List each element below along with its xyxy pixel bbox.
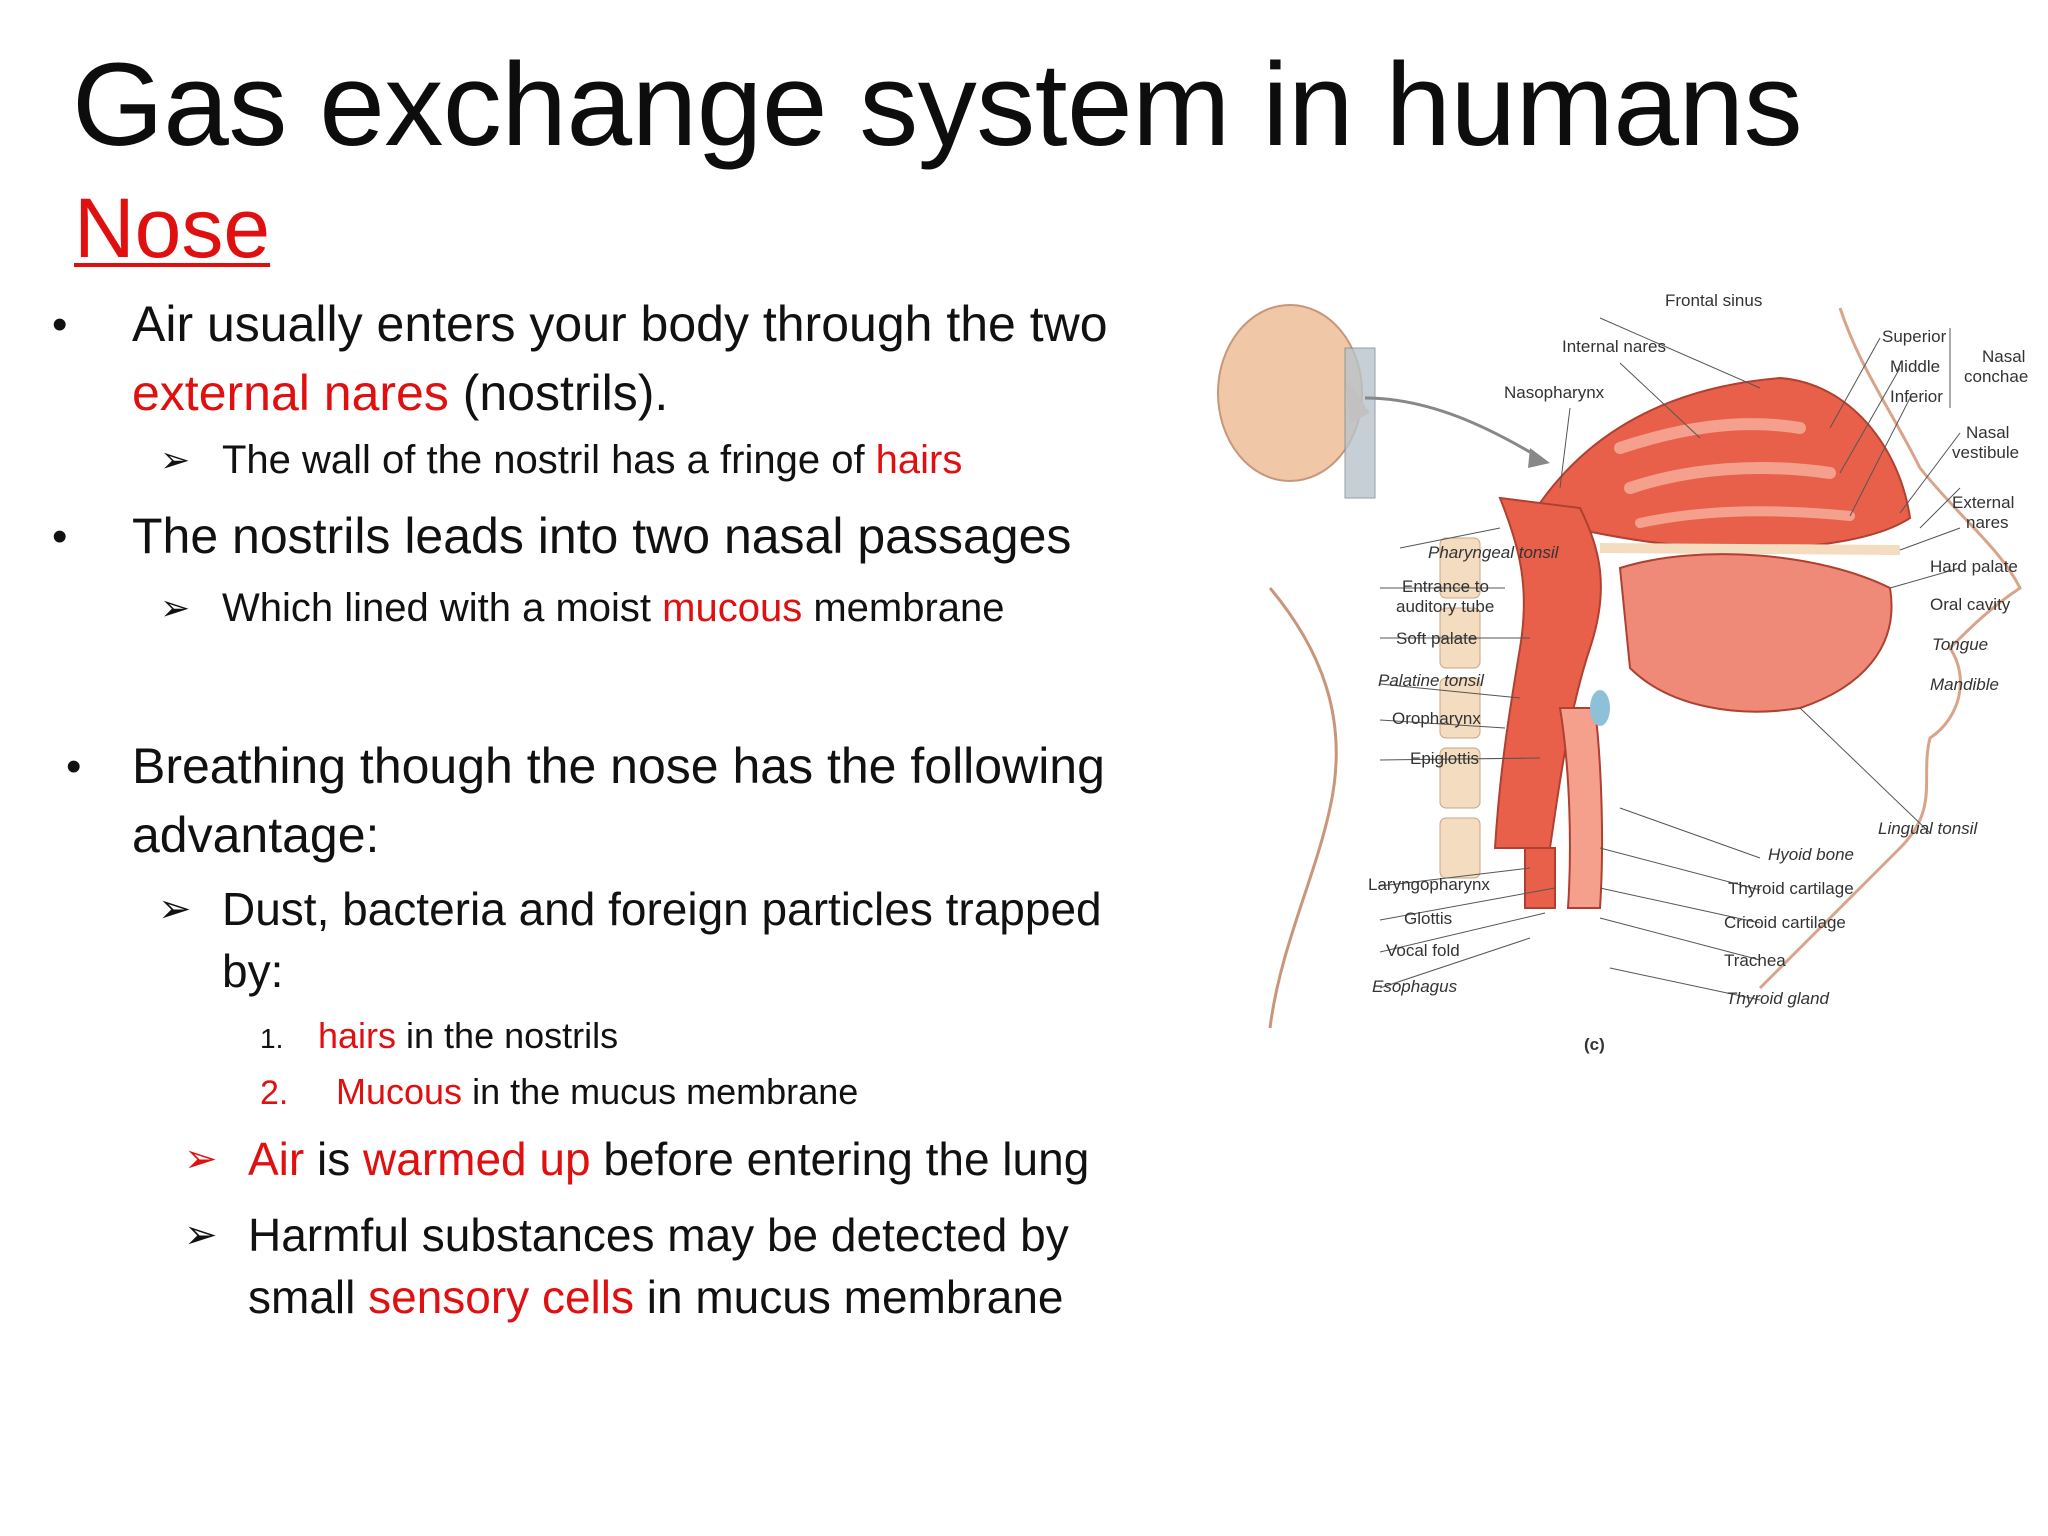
highlight-mucous: Mucous bbox=[336, 1071, 463, 1112]
label-nasal-1: Nasal bbox=[1982, 347, 2025, 366]
arrow-bullet-icon: ➢ bbox=[184, 1213, 218, 1257]
sub-bullet-line1: Dust, bacteria and foreign particles tra… bbox=[222, 883, 1102, 935]
list-text: in the nostrils bbox=[396, 1015, 619, 1056]
label-vocal-fold: Vocal fold bbox=[1386, 941, 1460, 960]
label-vestibule: vestibule bbox=[1952, 443, 2019, 462]
bullet-breathing-advantage: • Breathing though the nose has the foll… bbox=[66, 732, 1192, 870]
label-pharyngeal-tonsil: Pharyngeal tonsil bbox=[1428, 543, 1560, 562]
bullet-text-tail: (nostrils). bbox=[448, 365, 669, 421]
label-nasopharynx: Nasopharynx bbox=[1504, 383, 1605, 402]
section-subtitle: Nose bbox=[74, 181, 271, 275]
highlight-hairs: hairs bbox=[875, 438, 963, 482]
sub-bullet-harmful: ➢ Harmful substances may be detected by … bbox=[184, 1204, 1069, 1328]
sub-bullet-hairs: ➢ The wall of the nostril has a fringe o… bbox=[160, 430, 963, 490]
label-external: External bbox=[1952, 493, 2014, 512]
label-nares: nares bbox=[1966, 513, 2009, 532]
sub-bullet-line2-post: in mucus membrane bbox=[634, 1271, 1064, 1323]
page-title: Gas exchange system in humans bbox=[72, 39, 1803, 171]
label-thyroid-cartilage: Thyroid cartilage bbox=[1728, 879, 1854, 898]
sub-bullet-text: Which lined with a moist bbox=[222, 586, 663, 630]
bullet-nasal-passages: • The nostrils leads into two nasal pass… bbox=[52, 502, 1192, 571]
sub-bullet-warmed: ➢ Air is warmed up before entering the l… bbox=[184, 1128, 1090, 1190]
figure-labels-left: Pharyngeal tonsil Entrance to auditory t… bbox=[1368, 543, 1560, 996]
label-nasal-2: Nasal bbox=[1966, 423, 2009, 442]
list-number: 2. bbox=[260, 1074, 289, 1112]
label-hard-palate: Hard palate bbox=[1930, 557, 2018, 576]
list-text: in the mucus membrane bbox=[462, 1071, 859, 1112]
list-item-mucous: 2. Mucous in the mucus membrane bbox=[260, 1064, 858, 1121]
sub-bullet-trapped: ➢ Dust, bacteria and foreign particles t… bbox=[158, 878, 1102, 1002]
label-internal-nares: Internal nares bbox=[1562, 337, 1666, 356]
label-lingual-tonsil: Lingual tonsil bbox=[1878, 819, 1978, 838]
bullet-text-line2: advantage: bbox=[132, 807, 380, 863]
arrow-bullet-icon: ➢ bbox=[160, 587, 191, 628]
label-entrance-auditory-1: Entrance to bbox=[1402, 577, 1489, 596]
label-middle: Middle bbox=[1890, 357, 1940, 376]
sub-bullet-line2-pre: small bbox=[248, 1271, 369, 1323]
sub-bullet-line2: by: bbox=[222, 945, 284, 997]
bullet-dot-icon: • bbox=[52, 300, 68, 349]
sub-bullet-text-tail: before entering the lung bbox=[590, 1133, 1090, 1185]
sub-bullet-text: The wall of the nostril has a fringe of bbox=[222, 438, 876, 482]
figure-labels-top: Frontal sinus Internal nares Nasopharynx bbox=[1504, 291, 1762, 402]
highlight-external-nares: external nares bbox=[132, 365, 449, 421]
bullet-dot-icon: • bbox=[66, 742, 82, 791]
arrow-bullet-icon: ➢ bbox=[160, 439, 191, 480]
head-thumbnail-icon bbox=[1217, 304, 1550, 499]
figure-caption: (c) bbox=[1584, 1035, 1605, 1054]
bullet-text-line1: Breathing though the nose has the follow… bbox=[132, 738, 1105, 794]
label-frontal-sinus: Frontal sinus bbox=[1665, 291, 1762, 310]
bullet-text: Air usually enters your body through the… bbox=[132, 296, 1108, 352]
sub-bullet-line1: Harmful substances may be detected by bbox=[248, 1209, 1069, 1261]
label-mandible: Mandible bbox=[1930, 675, 1999, 694]
label-cricoid-cartilage: Cricoid cartilage bbox=[1724, 913, 1846, 932]
highlight-sensory-cells: sensory cells bbox=[368, 1271, 634, 1323]
bullet-dot-icon: • bbox=[52, 512, 68, 561]
arrow-bullet-icon: ➢ bbox=[158, 887, 192, 931]
label-thyroid-gland: Thyroid gland bbox=[1726, 989, 1830, 1008]
nasal-anatomy-figure: Frontal sinus Internal nares Nasopharynx… bbox=[1200, 288, 2048, 1078]
list-item-hairs: 1. hairs in the nostrils bbox=[260, 1008, 618, 1067]
label-esophagus: Esophagus bbox=[1372, 977, 1458, 996]
highlight-air: Air bbox=[248, 1133, 305, 1185]
label-trachea: Trachea bbox=[1724, 951, 1786, 970]
label-soft-palate: Soft palate bbox=[1396, 629, 1477, 648]
highlight-warmed-up: warmed up bbox=[363, 1133, 591, 1185]
anatomy-diagram: Frontal sinus Internal nares Nasopharynx… bbox=[1217, 291, 2028, 1054]
label-conchae: conchae bbox=[1964, 367, 2028, 386]
label-oropharynx: Oropharynx bbox=[1392, 709, 1481, 728]
label-hyoid-bone: Hyoid bone bbox=[1768, 845, 1854, 864]
label-entrance-auditory-2: auditory tube bbox=[1396, 597, 1494, 616]
vertebrae bbox=[1439, 537, 1481, 879]
bullet-air-entry: • Air usually enters your body through t… bbox=[52, 290, 1192, 428]
label-laryngopharynx: Laryngopharynx bbox=[1368, 875, 1490, 894]
label-superior: Superior bbox=[1882, 327, 1947, 346]
figure-labels-right: Superior Middle Inferior Nasal conchae N… bbox=[1724, 327, 2028, 1008]
sub-bullet-text: is bbox=[304, 1133, 364, 1185]
bullet-text: The nostrils leads into two nasal passag… bbox=[132, 508, 1072, 564]
label-tongue: Tongue bbox=[1932, 635, 1988, 654]
label-glottis: Glottis bbox=[1404, 909, 1452, 928]
highlight-hairs: hairs bbox=[318, 1015, 397, 1056]
highlight-mucous: mucous bbox=[662, 586, 803, 630]
sub-bullet-mucous: ➢ Which lined with a moist mucous membra… bbox=[160, 578, 1005, 638]
sub-bullet-text-tail: membrane bbox=[802, 586, 1005, 630]
label-epiglottis: Epiglottis bbox=[1410, 749, 1479, 768]
label-oral-cavity: Oral cavity bbox=[1930, 595, 2011, 614]
arrow-bullet-icon: ➢ bbox=[184, 1137, 218, 1181]
label-inferior: Inferior bbox=[1890, 387, 1943, 406]
list-number: 1. bbox=[260, 1023, 284, 1054]
label-palatine-tonsil: Palatine tonsil bbox=[1378, 671, 1485, 690]
